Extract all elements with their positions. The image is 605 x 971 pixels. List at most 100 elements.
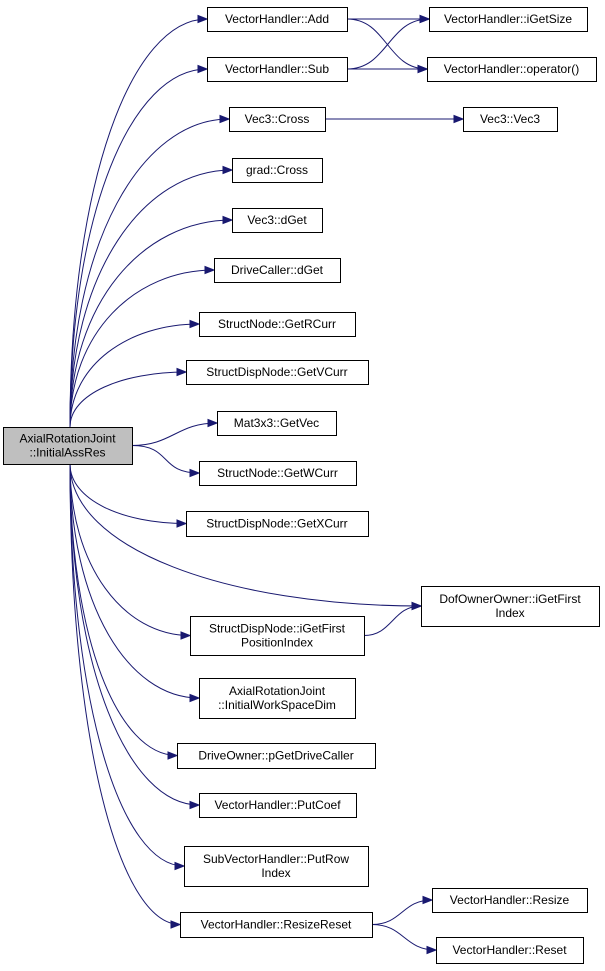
node-label: grad::Cross bbox=[246, 163, 308, 177]
call-graph-edges bbox=[69, 14, 465, 955]
node-initworkspace[interactable]: AxialRotationJoint::InitialWorkSpaceDim bbox=[199, 678, 356, 719]
node-box bbox=[186, 360, 369, 385]
node-box bbox=[232, 208, 323, 233]
node-vec3dget[interactable]: Vec3::dGet bbox=[232, 208, 323, 233]
edge-sub-igetsize bbox=[346, 14, 431, 70]
edge-root-resizereset bbox=[69, 463, 182, 929]
node-label: VectorHandler::operator() bbox=[444, 62, 579, 76]
arrow-head-icon bbox=[207, 418, 219, 428]
edge-root-igetfirstpos bbox=[69, 463, 192, 640]
edge-root-putcoef bbox=[69, 463, 201, 810]
edge-root-sub bbox=[69, 64, 209, 428]
edge-line bbox=[69, 463, 191, 636]
node-label: Index bbox=[261, 866, 290, 880]
edge-root-getxcurr bbox=[69, 463, 188, 528]
edge-line bbox=[69, 463, 200, 699]
edge-line bbox=[131, 445, 200, 474]
edge-line bbox=[69, 463, 185, 867]
edge-root-putrow bbox=[69, 463, 186, 871]
edge-root-getvec bbox=[131, 418, 219, 446]
node-box bbox=[421, 586, 600, 627]
edge-root-getwcurr bbox=[131, 445, 201, 478]
node-label: VectorHandler::PutCoef bbox=[214, 798, 341, 812]
node-getxcurr[interactable]: StructDispNode::GetXCurr bbox=[186, 511, 369, 537]
node-getwcurr[interactable]: StructNode::GetWCurr bbox=[199, 461, 357, 486]
node-drivecallerdget[interactable]: DriveCaller::dGet bbox=[214, 258, 341, 283]
edge-add-igetsize bbox=[347, 14, 431, 24]
node-label: Mat3x3::GetVec bbox=[234, 416, 319, 430]
node-box bbox=[207, 57, 348, 82]
edge-line bbox=[131, 422, 218, 446]
node-vec3vec3[interactable]: Vec3::Vec3 bbox=[463, 107, 558, 132]
arrow-head-icon bbox=[174, 861, 186, 871]
node-box bbox=[199, 312, 356, 337]
edge-line bbox=[346, 18, 430, 70]
arrow-head-icon bbox=[219, 114, 231, 124]
node-root[interactable]: AxialRotationJoint::InitialAssRes bbox=[3, 427, 133, 465]
node-reset[interactable]: VectorHandler::Reset bbox=[436, 937, 584, 964]
node-box bbox=[232, 158, 323, 183]
edge-root-gradcross bbox=[69, 165, 234, 428]
edge-line bbox=[69, 323, 200, 428]
node-box bbox=[199, 678, 356, 719]
node-label: ::InitialAssRes bbox=[29, 446, 105, 460]
node-igetsize[interactable]: VectorHandler::iGetSize bbox=[429, 7, 588, 32]
node-label: VectorHandler::Sub bbox=[225, 62, 329, 76]
arrow-head-icon bbox=[197, 64, 209, 74]
node-sub[interactable]: VectorHandler::Sub bbox=[207, 57, 348, 82]
node-label: SubVectorHandler::PutRow bbox=[203, 852, 349, 866]
node-box bbox=[207, 7, 348, 32]
node-pgetdrivecaller[interactable]: DriveOwner::pGetDriveCaller bbox=[177, 743, 376, 769]
node-getvcurr[interactable]: StructDispNode::GetVCurr bbox=[186, 360, 369, 385]
node-label: StructDispNode::iGetFirst bbox=[209, 622, 346, 636]
node-label: DofOwnerOwner::iGetFirst bbox=[439, 592, 581, 606]
node-label: DriveOwner::pGetDriveCaller bbox=[198, 749, 353, 763]
node-label: StructNode::GetRCurr bbox=[218, 317, 336, 331]
node-getvec[interactable]: Mat3x3::GetVec bbox=[217, 411, 337, 436]
node-label: StructNode::GetWCurr bbox=[217, 466, 338, 480]
arrow-head-icon bbox=[222, 215, 234, 225]
edge-line bbox=[69, 68, 208, 428]
node-putcoef[interactable]: VectorHandler::PutCoef bbox=[199, 793, 357, 818]
node-label: StructDispNode::GetVCurr bbox=[206, 365, 347, 379]
edge-line bbox=[363, 605, 422, 636]
arrow-head-icon bbox=[426, 945, 438, 955]
call-graph-nodes: AxialRotationJoint::InitialAssResVectorH… bbox=[3, 7, 600, 964]
node-resizereset[interactable]: VectorHandler::ResizeReset bbox=[180, 912, 373, 938]
edge-sub-operator bbox=[347, 64, 429, 74]
node-label: ::InitialWorkSpaceDim bbox=[218, 698, 336, 712]
edge-line bbox=[346, 18, 428, 70]
edge-resizereset-reset bbox=[371, 924, 438, 955]
node-vec3cross[interactable]: Vec3::Cross bbox=[229, 107, 326, 132]
edge-line bbox=[69, 219, 233, 428]
arrow-head-icon bbox=[189, 319, 201, 329]
node-resize[interactable]: VectorHandler::Resize bbox=[432, 888, 588, 913]
node-box bbox=[184, 846, 369, 887]
node-gradcross[interactable]: grad::Cross bbox=[232, 158, 323, 183]
node-add[interactable]: VectorHandler::Add bbox=[207, 7, 348, 32]
edge-root-getrcurr bbox=[69, 319, 201, 428]
node-label: VectorHandler::Reset bbox=[452, 943, 567, 957]
node-box bbox=[199, 461, 357, 486]
node-box bbox=[229, 107, 326, 132]
arrow-head-icon bbox=[176, 519, 188, 528]
node-box bbox=[217, 411, 337, 436]
edge-line bbox=[69, 463, 181, 925]
edge-root-drivecallerdget bbox=[69, 265, 216, 428]
arrow-head-icon bbox=[453, 114, 465, 124]
edge-line bbox=[69, 463, 187, 524]
node-box bbox=[463, 107, 558, 132]
node-operator[interactable]: VectorHandler::operator() bbox=[427, 57, 597, 82]
node-label: Vec3::Cross bbox=[245, 112, 310, 126]
node-label: VectorHandler::ResizeReset bbox=[201, 918, 352, 932]
edge-root-getvcurr bbox=[69, 367, 188, 428]
edge-vec3cross-vec3vec3 bbox=[324, 114, 465, 124]
node-box bbox=[427, 57, 597, 82]
edge-igetfirstpos-dofowner bbox=[363, 601, 423, 636]
node-getrcurr[interactable]: StructNode::GetRCurr bbox=[199, 312, 356, 337]
node-box bbox=[190, 616, 365, 656]
